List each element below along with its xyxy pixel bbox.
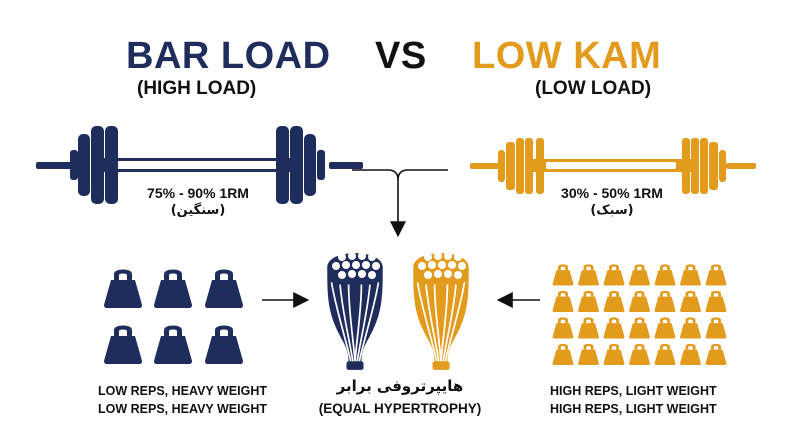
right-intensity-label: (سبک) bbox=[590, 203, 634, 218]
kettlebell-weight-icon bbox=[578, 264, 599, 286]
vs-text: VS bbox=[375, 35, 427, 77]
kettlebell-weight-icon bbox=[629, 317, 650, 339]
kettlebell-weight-icon bbox=[705, 264, 727, 286]
left-intensity-label: (سنگین) bbox=[170, 203, 226, 218]
right-title: LOW KAM bbox=[472, 35, 662, 77]
left-reps-line-2: LOW REPS, HEAVY WEIGHT bbox=[98, 402, 267, 416]
kettlebell-weight-icon bbox=[552, 290, 574, 313]
right-reps-line-2: HIGH REPS, LIGHT WEIGHT bbox=[550, 402, 717, 416]
left-barbell-icon bbox=[36, 126, 363, 204]
kettlebell-weight-icon bbox=[629, 343, 650, 366]
kettlebell-weight-icon bbox=[680, 317, 701, 339]
kettlebell-weight-icon bbox=[578, 317, 599, 339]
kettlebell-weight-icon bbox=[578, 290, 599, 313]
kettlebell-weight-icon bbox=[552, 264, 574, 286]
right-subtitle: (LOW LOAD) bbox=[535, 78, 652, 99]
left-title: BAR LOAD bbox=[126, 35, 331, 77]
kettlebell-weight-icon bbox=[705, 290, 727, 313]
muscle-fiber-bundle-navy bbox=[326, 252, 384, 371]
kettlebell-weight-icon bbox=[578, 343, 599, 366]
left-weights-grid bbox=[104, 269, 243, 364]
kettlebell-weight-icon bbox=[603, 343, 625, 366]
left-subtitle: (HIGH LOAD) bbox=[137, 78, 257, 99]
kettlebell-weight-icon bbox=[603, 264, 625, 286]
kettlebell-weight-icon bbox=[680, 290, 701, 313]
kettlebell-weight-icon bbox=[705, 343, 727, 366]
center-label-fa: هایپرتروفی برابر bbox=[336, 377, 464, 395]
merge-connector bbox=[352, 169, 448, 238]
kettlebell-weight-icon bbox=[654, 317, 676, 339]
kettlebell-weight-icon bbox=[680, 343, 701, 366]
kettlebell-weight-icon bbox=[629, 264, 650, 286]
kettlebell-weight-icon bbox=[680, 264, 701, 286]
right-reps-line-1: HIGH REPS, LIGHT WEIGHT bbox=[550, 384, 717, 398]
kettlebell-weight-icon bbox=[654, 343, 676, 366]
left-percent-label: 75% - 90% 1RM bbox=[147, 185, 249, 201]
kettlebell-weight-icon bbox=[629, 290, 650, 313]
left-reps-line-1: LOW REPS, HEAVY WEIGHT bbox=[98, 384, 267, 398]
center-label-en: (EQUAL HYPERTROPHY) bbox=[318, 401, 482, 416]
kettlebell-weight-icon bbox=[552, 343, 574, 366]
muscle-fiber-bundle-gold bbox=[412, 252, 470, 371]
kettlebell-weight-icon bbox=[603, 317, 625, 339]
kettlebell-weight-icon bbox=[552, 317, 574, 339]
right-barbell-icon bbox=[470, 138, 756, 194]
right-percent-label: 30% - 50% 1RM bbox=[561, 185, 663, 201]
kettlebell-weight-icon bbox=[654, 290, 676, 313]
kettlebell-weight-icon bbox=[705, 317, 727, 339]
right-weights-grid bbox=[552, 264, 727, 366]
kettlebell-weight-icon bbox=[603, 290, 625, 313]
kettlebell-weight-icon bbox=[654, 264, 676, 286]
